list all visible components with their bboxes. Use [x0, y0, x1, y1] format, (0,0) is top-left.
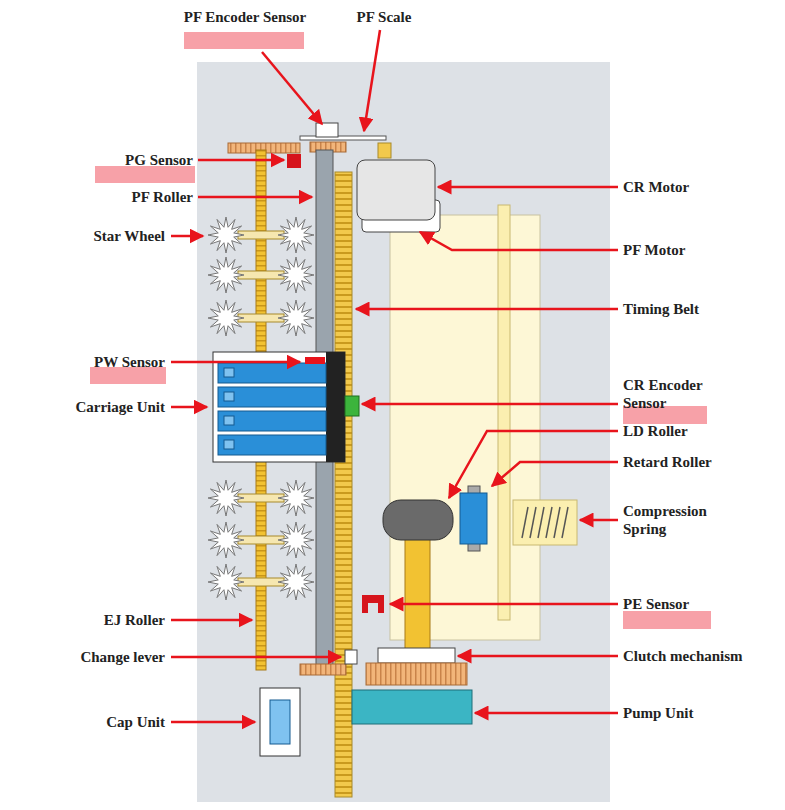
star-wheel [278, 480, 314, 516]
clutch-mechanism [378, 648, 455, 663]
star-wheel-axle [238, 271, 284, 279]
part-label: Carriage Unit [75, 398, 165, 416]
gear [300, 664, 346, 675]
pf-encoder [316, 123, 338, 137]
star-wheel [278, 564, 314, 600]
part-label: PW Sensor [94, 353, 165, 371]
part-label: Pump Unit [623, 704, 693, 722]
part-label: Clutch mechanism [623, 647, 743, 665]
spring-coil [546, 507, 552, 538]
star-wheel [278, 257, 314, 293]
paper-guide [498, 205, 510, 620]
carriage-side [326, 352, 345, 462]
part-label: PF Roller [131, 188, 193, 206]
star-wheel-axle [238, 314, 284, 322]
part-label: Cap Unit [106, 713, 165, 731]
part-label: CR Encoder Sensor [623, 376, 733, 412]
spring-coil [554, 507, 560, 538]
cap-unit [260, 688, 300, 756]
cartridge-tabs [224, 368, 234, 449]
part-label: Timing Belt [623, 300, 699, 318]
part-label: EJ Roller [104, 611, 165, 629]
spring-coil [562, 507, 568, 538]
change-lever [345, 650, 357, 664]
star-wheel [208, 480, 244, 516]
star-wheel [208, 564, 244, 600]
star-wheel-axle [238, 536, 284, 544]
pump-unit [352, 690, 472, 724]
star-wheel [208, 522, 244, 558]
star-wheel [208, 217, 244, 253]
timing-belt [335, 172, 352, 797]
ld-roller [383, 500, 453, 540]
retard-roller [460, 493, 487, 544]
spring-coil [522, 507, 528, 538]
spring-coil [530, 507, 536, 538]
part-label: PF Motor [623, 241, 685, 259]
star-wheel-axle [238, 231, 284, 239]
part-label: PE Sensor [623, 595, 689, 613]
cap [270, 700, 290, 744]
clutch-gear [366, 663, 467, 685]
pf-scale-disc [300, 136, 386, 140]
part-label: PF Encoder Sensor [184, 8, 307, 26]
star-wheel [208, 300, 244, 336]
star-wheel [208, 257, 244, 293]
pe-sensor [362, 595, 384, 613]
part-label: PF Scale [357, 8, 412, 26]
star-wheel [278, 300, 314, 336]
spring-coils [522, 507, 568, 538]
compression-spring [513, 500, 577, 545]
pg-sensor [287, 154, 301, 168]
part-label: Star Wheel [93, 227, 165, 245]
part-label: CR Motor [623, 178, 689, 196]
cr-encoder-sensor [345, 396, 359, 416]
ink-cartridges [218, 363, 326, 455]
part-label: LD Roller [623, 422, 688, 440]
part-label: Compression Spring [623, 502, 733, 538]
star-wheel-axle [238, 494, 284, 502]
part-label: PG Sensor [125, 151, 193, 169]
leader-arrows [171, 30, 618, 722]
star-wheel-axle [238, 578, 284, 586]
spring-coil [538, 507, 544, 538]
pw-sensor [305, 357, 325, 364]
part-label: Retard Roller [623, 453, 712, 471]
carriage-unit [213, 352, 345, 462]
gear [378, 143, 391, 158]
star-wheel [278, 217, 314, 253]
star-wheel [278, 522, 314, 558]
cr-motor [357, 160, 435, 220]
ld-roller-shaft [405, 535, 430, 655]
part-label: Change lever [80, 648, 165, 666]
